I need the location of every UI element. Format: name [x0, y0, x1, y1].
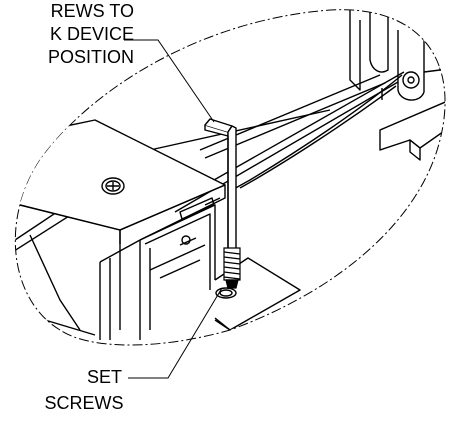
callout-top-line-2: K DEVICE	[49, 24, 134, 44]
set-screw-icon	[223, 247, 241, 289]
callout-top-line-1: REWS TO	[50, 1, 134, 21]
leader-bottom	[128, 287, 223, 379]
allen-wrench-icon	[204, 118, 237, 253]
callout-lock-screws: REWS TO K DEVICE POSITION	[0, 0, 134, 69]
callout-screws-label: SCREWS	[44, 393, 124, 413]
leader-top	[124, 39, 215, 123]
leader-lines	[124, 39, 223, 379]
phillips-screw-icon	[101, 177, 125, 195]
front-channel	[99, 204, 216, 340]
left-inner-wall	[19, 234, 96, 336]
left-block	[15, 119, 226, 330]
callout-top-line-3: POSITION	[47, 47, 134, 67]
hinge-bracket	[349, 9, 441, 101]
right-plate	[379, 99, 446, 161]
set-screw-hole	[215, 287, 237, 299]
callout-set-label: SET	[86, 367, 122, 387]
